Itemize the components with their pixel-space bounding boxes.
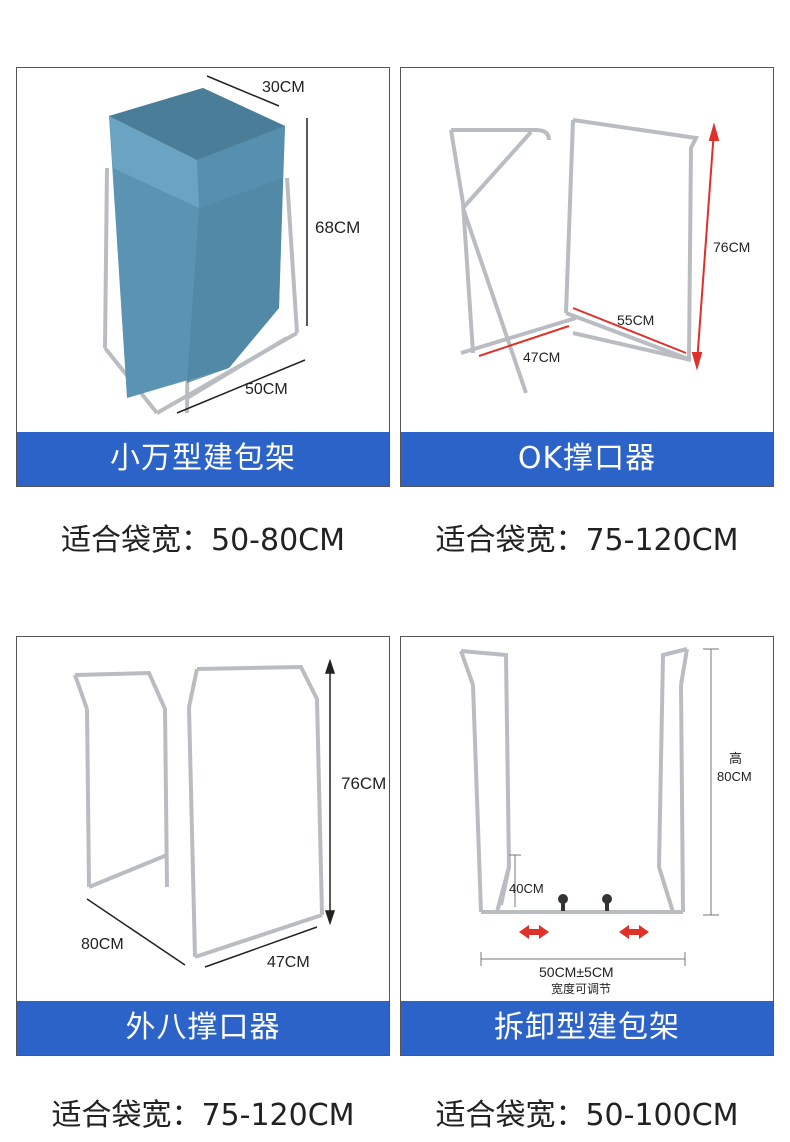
product-fit-4: 适合袋宽：50-100CM: [435, 1098, 739, 1133]
product-card-2: 76CM 55CM 47CM OK撑口器: [400, 67, 774, 487]
dim-note: 宽度可调节: [551, 981, 611, 996]
product-card-4: 高 80CM 40CM 50CM±5CM 宽度可调节 拆卸型建包架: [400, 636, 774, 1056]
product-card-3: 76CM 80CM 47CM 外八撑口器: [16, 636, 390, 1056]
dim-top: 30CM: [262, 79, 305, 96]
dim-left: 47CM: [523, 349, 560, 365]
product-title-2: OK撑口器: [401, 432, 773, 486]
dim-width: 50CM±5CM: [539, 964, 614, 980]
dim-height: 80CM: [717, 769, 752, 784]
product-photo-2: 76CM 55CM 47CM: [449, 118, 750, 394]
product-photo-4: 高 80CM 40CM 50CM±5CM 宽度可调节: [459, 647, 752, 996]
dim-right: 55CM: [617, 312, 654, 328]
dim-height: 68CM: [315, 218, 360, 237]
product-title-4: 拆卸型建包架: [401, 1001, 773, 1055]
dim-base: 50CM: [245, 381, 288, 398]
product-title-3: 外八撑口器: [17, 1001, 389, 1055]
product-title-1: 小万型建包架: [17, 432, 389, 486]
product-fit-2: 适合袋宽：75-120CM: [435, 523, 739, 558]
dim-right: 47CM: [267, 954, 310, 971]
dim-height-label: 高: [729, 751, 742, 766]
product-photo-1: 30CM 68CM 50CM: [103, 75, 360, 415]
dim-left: 80CM: [81, 936, 124, 953]
product-photo-3: 76CM 80CM 47CM: [73, 658, 386, 971]
product-fit-3: 适合袋宽：75-120CM: [51, 1098, 355, 1133]
dim-height: 76CM: [341, 774, 386, 793]
dim-inner: 40CM: [509, 881, 544, 896]
dim-height: 76CM: [713, 239, 750, 255]
product-card-1: 30CM 68CM 50CM 小万型建包架: [16, 67, 390, 487]
product-fit-1: 适合袋宽：50-80CM: [60, 523, 345, 558]
